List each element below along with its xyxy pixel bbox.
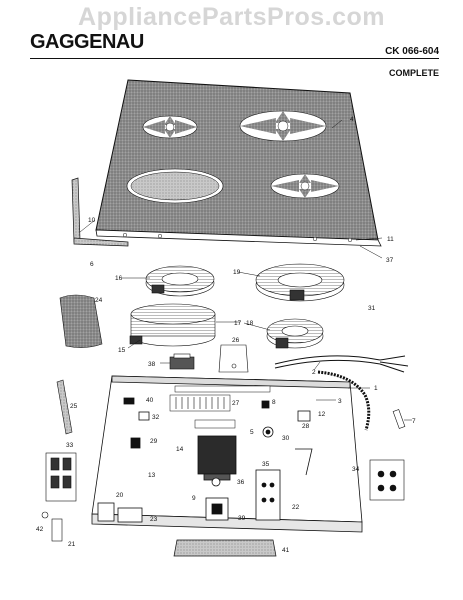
leader-lines: [79, 119, 412, 421]
heating-element-18: [266, 318, 324, 349]
watermark: AppliancePartsPros.com: [78, 3, 385, 31]
callout-6: 6: [90, 261, 94, 268]
terminal-connector-38: [169, 353, 195, 370]
callout-22: 22: [292, 504, 300, 511]
callout-18: 18: [246, 320, 254, 327]
callout-31: 31: [368, 305, 376, 312]
callout-36: 36: [237, 479, 245, 486]
heating-element-17: [129, 303, 216, 347]
callout-5: 5: [250, 429, 254, 436]
diagram-subtitle: COMPLETE: [388, 68, 439, 78]
callout-41: 41: [282, 547, 290, 554]
bottom-plate: [173, 539, 277, 557]
callout-38: 38: [148, 361, 156, 368]
callout-24: 24: [95, 297, 103, 304]
callout-11: 11: [387, 236, 394, 243]
callout-37: 37: [386, 257, 394, 264]
callout-labels: 4 10 11 37 6 16 19 24 17 15 18 31 26 38 …: [36, 116, 416, 554]
callout-33: 33: [66, 442, 74, 449]
callout-14: 14: [176, 446, 184, 453]
callout-10: 10: [88, 217, 96, 224]
glass-ceramic-top: [95, 79, 382, 247]
callout-42: 42: [36, 526, 44, 533]
small-part-42: [41, 511, 63, 542]
bracket-26: [218, 344, 249, 373]
callout-35: 35: [262, 461, 270, 468]
callout-9: 9: [192, 495, 196, 502]
callout-32: 32: [152, 414, 160, 421]
callout-16: 16: [115, 275, 123, 282]
heating-element-16: [145, 265, 215, 297]
power-cable: [274, 355, 409, 373]
callout-29: 29: [150, 438, 158, 445]
callout-19: 19: [233, 269, 241, 276]
callout-20: 20: [116, 492, 124, 499]
base-tray: [91, 375, 363, 533]
callout-21: 21: [68, 541, 76, 548]
corrugated-conduit: [317, 370, 371, 431]
callout-28: 28: [302, 423, 310, 430]
callout-2: 2: [312, 369, 316, 376]
callout-13: 13: [148, 472, 156, 479]
callout-25: 25: [70, 403, 78, 410]
callout-17: 17: [234, 320, 242, 327]
callout-34: 34: [352, 466, 360, 473]
callout-40: 40: [146, 397, 154, 404]
insulation-block: [59, 294, 103, 348]
fuse-7: [392, 409, 406, 429]
model-number: CK 066-604: [385, 46, 439, 57]
terminal-block-34: [369, 459, 405, 501]
callout-26: 26: [232, 337, 240, 344]
terminal-block-33: [45, 452, 77, 502]
callout-8: 8: [272, 399, 276, 406]
callout-30: 30: [282, 435, 290, 442]
callout-12: 12: [318, 411, 326, 418]
callout-1: 1: [374, 385, 378, 392]
callout-39: 39: [238, 515, 246, 522]
brand-logo: GAGGENAU: [30, 31, 144, 53]
callout-27: 27: [232, 400, 240, 407]
heating-element-19: [255, 263, 345, 302]
frame-strip: [71, 177, 129, 247]
callout-7: 7: [412, 418, 416, 425]
side-rail: [56, 379, 73, 435]
callout-23: 23: [150, 516, 158, 523]
callout-4: 4: [350, 116, 354, 123]
header-rule: [30, 58, 439, 59]
callout-15: 15: [118, 347, 126, 354]
callout-3: 3: [338, 398, 342, 405]
